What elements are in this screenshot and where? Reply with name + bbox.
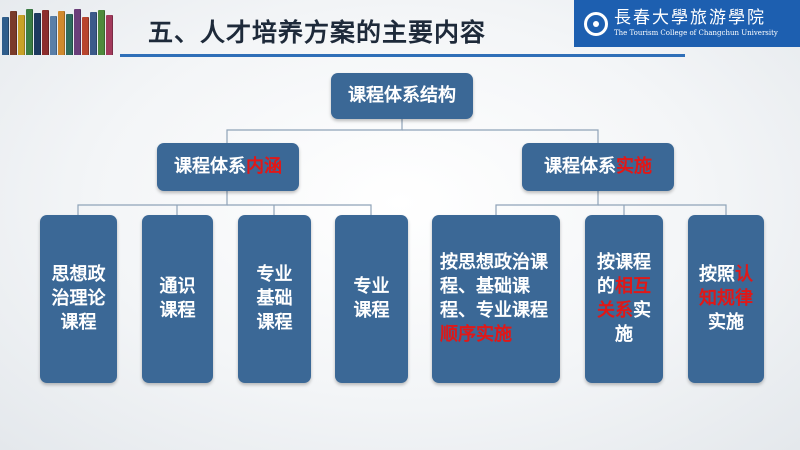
leaf-node-relationship-implementation: 按课程的相互关系实施 <box>585 215 663 383</box>
branch-node-implementation: 课程体系实施 <box>522 143 674 191</box>
leaf-node-ideological-course: 思想政治理论课程 <box>40 215 117 383</box>
root-node: 课程体系结构 <box>331 73 473 119</box>
leaf-node-professional-basic-course: 专业基础课程 <box>238 215 311 383</box>
branch-node-connotation: 课程体系内涵 <box>157 143 299 191</box>
books-decoration <box>0 5 122 55</box>
logo-emblem-icon <box>584 11 608 36</box>
logo-chinese-name: 長春大學旅游學院 <box>614 8 766 28</box>
page-title: 五、人才培养方案的主要内容 <box>148 18 487 47</box>
leaf-node-general-course: 通识课程 <box>142 215 213 383</box>
logo-english-name: The Tourism College of Changchun Univers… <box>614 29 778 37</box>
leaf-node-cognitive-implementation: 按照认知规律实施 <box>688 215 764 383</box>
university-logo: 長春大學旅游學院 The Tourism College of Changchu… <box>574 0 800 47</box>
title-underline <box>120 54 685 57</box>
leaf-node-sequential-implementation: 按思想政治课程、基础课程、专业课程顺序实施 <box>432 215 560 383</box>
leaf-node-professional-course: 专业课程 <box>335 215 408 383</box>
